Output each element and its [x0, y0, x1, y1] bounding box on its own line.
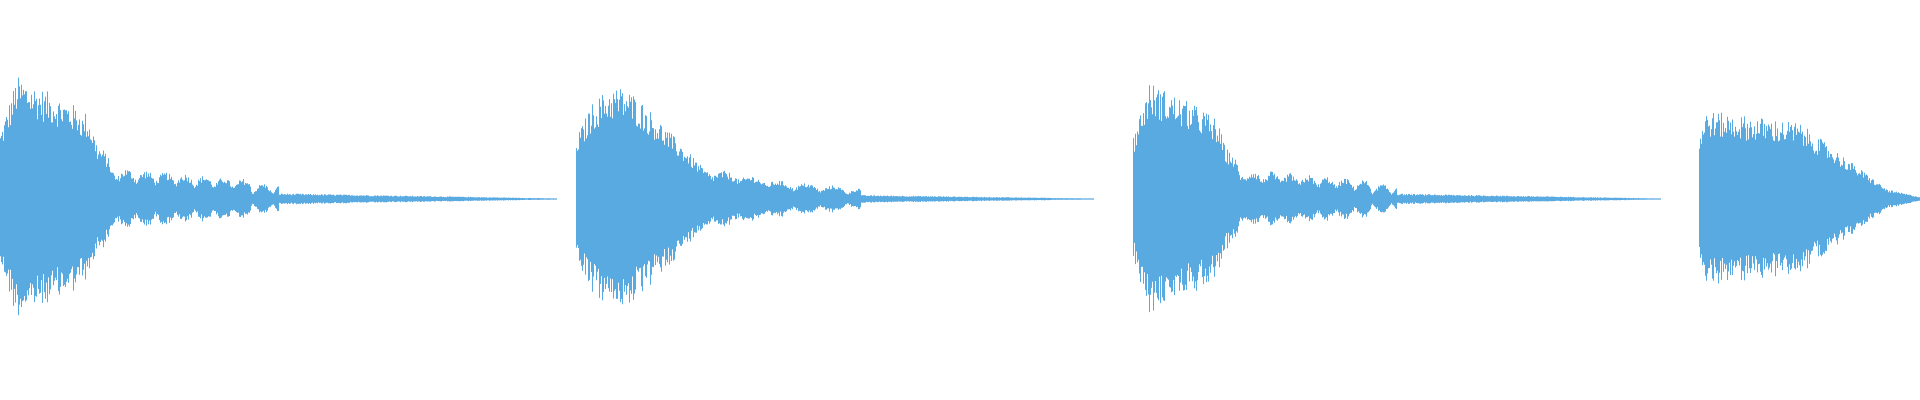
waveform-clip-4[interactable] — [1699, 112, 1920, 284]
waveform-path — [0, 77, 557, 316]
waveform-clip-2[interactable] — [576, 89, 1094, 305]
waveform-path — [1133, 85, 1661, 313]
waveform-clip-1[interactable] — [0, 77, 557, 316]
waveform-path — [1699, 112, 1920, 284]
waveform-clip-3[interactable] — [1133, 85, 1661, 313]
waveform-path — [576, 89, 1094, 305]
